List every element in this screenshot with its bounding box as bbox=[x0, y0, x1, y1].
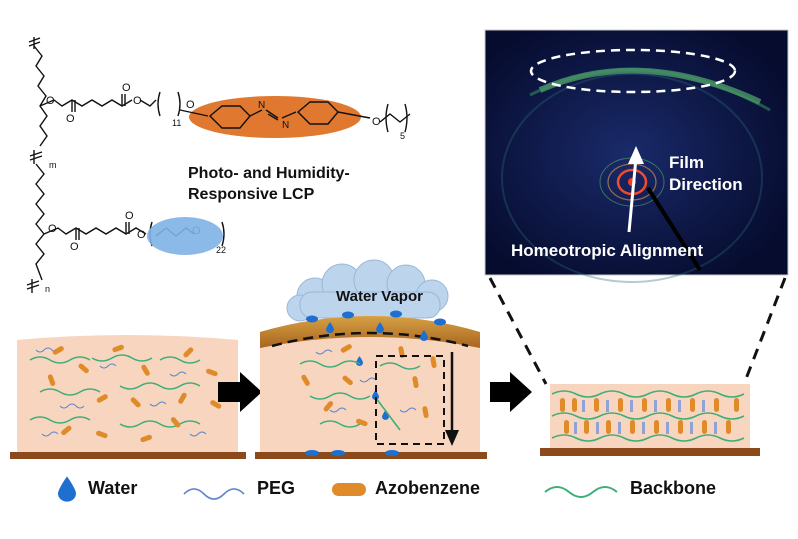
process-arrow-2 bbox=[490, 372, 532, 412]
subscript-m: m bbox=[49, 160, 57, 170]
svg-text:O: O bbox=[122, 82, 131, 94]
svg-text:O: O bbox=[48, 223, 57, 235]
subscript-22: 22 bbox=[216, 245, 227, 255]
subscript-11: 11 bbox=[172, 118, 182, 128]
svg-text:O: O bbox=[46, 95, 55, 107]
svg-text:N: N bbox=[258, 100, 265, 111]
svg-text:O: O bbox=[125, 210, 134, 222]
azo-n-labels: NN bbox=[258, 100, 289, 131]
film-direction-line1: Film bbox=[669, 153, 704, 172]
svg-text:O: O bbox=[133, 95, 142, 107]
svg-text:O: O bbox=[186, 99, 195, 111]
svg-text:O: O bbox=[372, 116, 381, 128]
lcp-title: Photo- and Humidity- Responsive LCP bbox=[188, 163, 350, 205]
subscript-5: 5 bbox=[400, 131, 406, 141]
legend-water-label: Water bbox=[88, 478, 138, 498]
backbone-wave-icon bbox=[544, 486, 618, 498]
legend-azobenzene-label: Azobenzene bbox=[375, 478, 481, 498]
film-direction-label: Film Direction bbox=[669, 152, 743, 196]
water-vapor-label: Water Vapor bbox=[336, 288, 423, 305]
lcp-title-line1: Photo- and Humidity- bbox=[188, 165, 350, 182]
svg-text:O: O bbox=[137, 229, 146, 241]
homeotropic-alignment-label: Homeotropic Alignment bbox=[511, 241, 704, 260]
peg-highlight bbox=[147, 217, 223, 255]
legend-backbone-label: Backbone bbox=[630, 478, 717, 498]
peg-wave-icon bbox=[183, 488, 245, 500]
film-vapor bbox=[255, 259, 487, 459]
lcp-title-line2: Responsive LCP bbox=[188, 186, 315, 203]
lcp-structure bbox=[26, 37, 225, 293]
film-aligned bbox=[540, 384, 760, 456]
svg-text:N: N bbox=[282, 120, 289, 131]
subscript-n: n bbox=[45, 284, 51, 294]
water-drop-icon bbox=[58, 476, 76, 502]
svg-text:O: O bbox=[66, 113, 75, 125]
azobenzene-rings bbox=[179, 101, 411, 133]
legend-symbols bbox=[58, 476, 618, 502]
svg-text:O: O bbox=[70, 241, 79, 253]
azobenzene-highlight bbox=[189, 96, 361, 138]
zoom-connectors bbox=[488, 277, 787, 385]
process-arrow-1 bbox=[218, 372, 262, 412]
film-initial bbox=[10, 335, 246, 459]
saxs-panel bbox=[484, 29, 789, 283]
legend-peg-label: PEG bbox=[257, 478, 296, 498]
film-direction-line2: Direction bbox=[669, 175, 743, 194]
azobenzene-capsule-icon bbox=[332, 483, 366, 496]
